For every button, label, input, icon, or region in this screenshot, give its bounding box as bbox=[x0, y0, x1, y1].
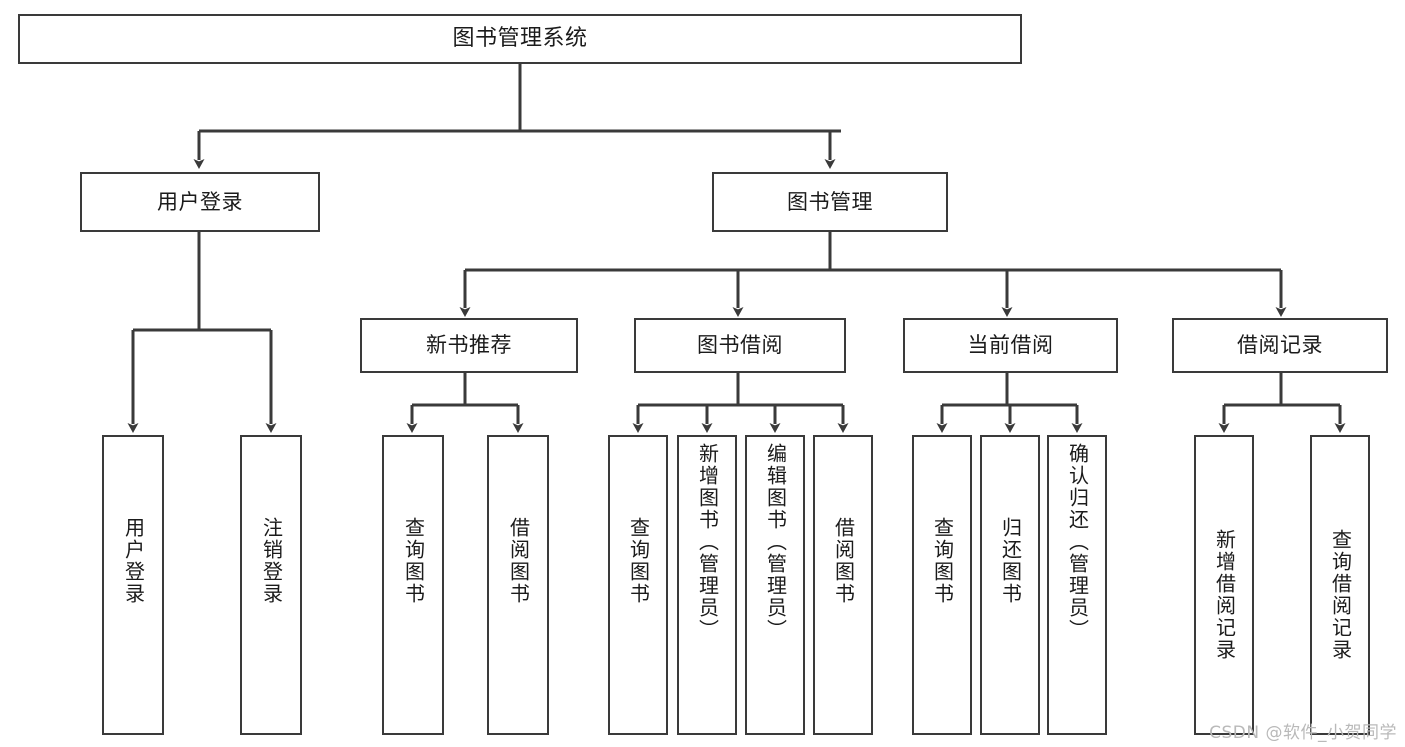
node-leaf-add-book-label: 新增图书（管理员） bbox=[695, 443, 720, 641]
node-new-book-recommend-label: 新书推荐 bbox=[426, 333, 512, 358]
node-leaf-query-book-3[interactable]: 查询图书 bbox=[912, 435, 972, 735]
node-leaf-query-record[interactable]: 查询借阅记录 bbox=[1310, 435, 1370, 735]
node-leaf-borrow-book-2-label: 借阅图书 bbox=[831, 517, 856, 605]
node-leaf-logout[interactable]: 注销登录 bbox=[240, 435, 302, 735]
node-current-borrow-label: 当前借阅 bbox=[967, 333, 1054, 358]
node-leaf-query-book-2[interactable]: 查询图书 bbox=[608, 435, 668, 735]
node-leaf-add-record[interactable]: 新增借阅记录 bbox=[1194, 435, 1254, 735]
node-book-borrow[interactable]: 图书借阅 bbox=[634, 318, 846, 373]
node-book-borrow-label: 图书借阅 bbox=[697, 333, 783, 358]
node-leaf-user-login-label: 用户登录 bbox=[121, 517, 146, 605]
node-leaf-return-book[interactable]: 归还图书 bbox=[980, 435, 1040, 735]
node-leaf-borrow-book-1-label: 借阅图书 bbox=[506, 517, 531, 605]
watermark-text: CSDN @软件_小贺同学 bbox=[1209, 723, 1397, 743]
node-book-manage[interactable]: 图书管理 bbox=[712, 172, 948, 232]
node-leaf-query-record-label: 查询借阅记录 bbox=[1328, 529, 1353, 661]
node-leaf-edit-book-label: 编辑图书（管理员） bbox=[763, 443, 788, 641]
node-user-login[interactable]: 用户登录 bbox=[80, 172, 320, 232]
node-borrow-record-label: 借阅记录 bbox=[1237, 333, 1323, 358]
node-leaf-add-book[interactable]: 新增图书（管理员） bbox=[677, 435, 737, 735]
node-leaf-borrow-book-1[interactable]: 借阅图书 bbox=[487, 435, 549, 735]
node-user-login-label: 用户登录 bbox=[157, 189, 243, 214]
node-leaf-query-book-1-label: 查询图书 bbox=[401, 517, 426, 605]
node-current-borrow[interactable]: 当前借阅 bbox=[903, 318, 1118, 373]
node-leaf-logout-label: 注销登录 bbox=[259, 517, 284, 605]
node-leaf-query-book-1[interactable]: 查询图书 bbox=[382, 435, 444, 735]
node-new-book-recommend[interactable]: 新书推荐 bbox=[360, 318, 578, 373]
node-leaf-add-record-label: 新增借阅记录 bbox=[1212, 529, 1237, 661]
node-root[interactable]: 图书管理系统 bbox=[18, 14, 1022, 64]
node-leaf-query-book-3-label: 查询图书 bbox=[930, 517, 955, 605]
node-leaf-return-book-label: 归还图书 bbox=[998, 517, 1023, 605]
node-leaf-borrow-book-2[interactable]: 借阅图书 bbox=[813, 435, 873, 735]
node-leaf-confirm-return[interactable]: 确认归还（管理员） bbox=[1047, 435, 1107, 735]
node-borrow-record[interactable]: 借阅记录 bbox=[1172, 318, 1388, 373]
node-leaf-user-login[interactable]: 用户登录 bbox=[102, 435, 164, 735]
node-leaf-confirm-return-label: 确认归还（管理员） bbox=[1065, 443, 1090, 641]
node-leaf-edit-book[interactable]: 编辑图书（管理员） bbox=[745, 435, 805, 735]
node-root-label: 图书管理系统 bbox=[452, 26, 588, 52]
node-book-manage-label: 图书管理 bbox=[787, 189, 873, 214]
node-leaf-query-book-2-label: 查询图书 bbox=[626, 517, 651, 605]
